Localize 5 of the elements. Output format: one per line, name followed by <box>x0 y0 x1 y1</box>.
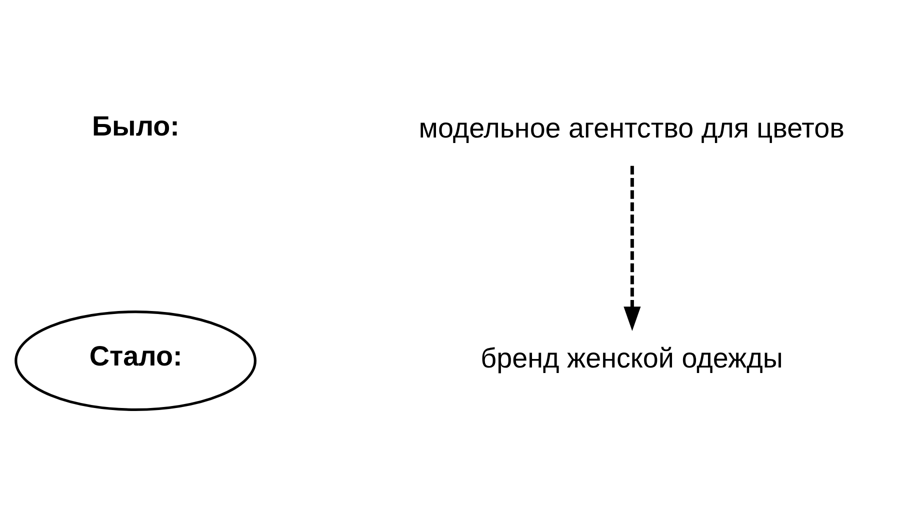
node-text: модельное агентство для цветов <box>418 112 844 144</box>
label: Было: <box>92 110 180 142</box>
node-text: бренд женской одежды <box>480 342 783 374</box>
node-ellipse: Стало: <box>14 310 256 411</box>
arrow <box>624 166 641 331</box>
